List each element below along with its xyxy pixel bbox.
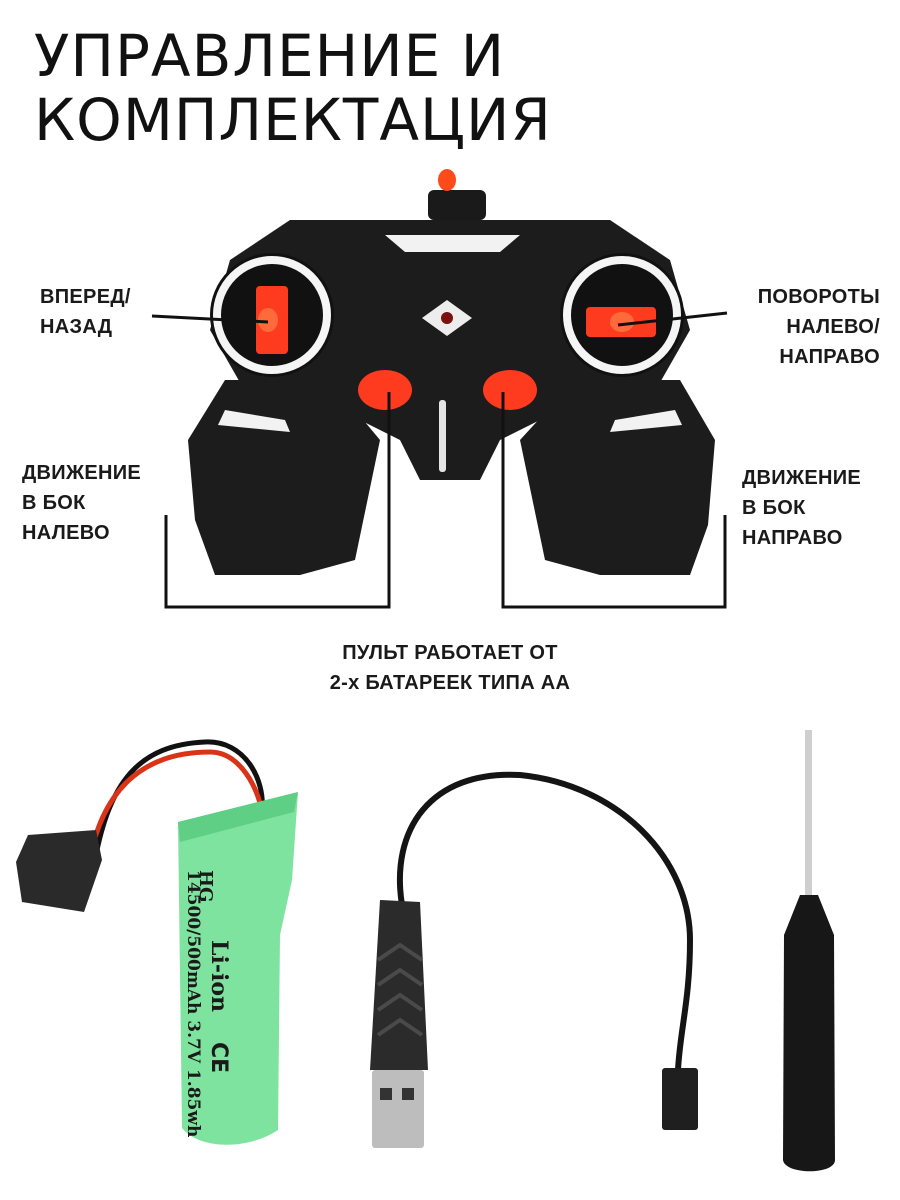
usb-charging-cable [370,771,698,1148]
label-side-left: ДВИЖЕНИЕ В БОК НАЛЕВО [22,458,141,548]
label-remote-power-line-1: ПУЛЬТ РАБОТАЕТ ОТ [342,642,558,664]
battery-pack: HG Li-ion 14500/500mAh 3.7V 1.85wh CE [16,739,298,1145]
page-title: УПРАВЛЕНИЕ И КОМПЛЕКТАЦИЯ [34,24,552,152]
label-side-left-line-2: В БОК [22,492,86,514]
battery-chem: Li-ion [206,940,232,1012]
screwdriver [783,730,835,1172]
remote-controller [188,169,715,575]
label-side-right: ДВИЖЕНИЕ В БОК НАПРАВО [742,463,861,553]
label-turns-line-2: НАЛЕВО/ [786,316,880,338]
label-remote-power: ПУЛЬТ РАБОТАЕТ ОТ 2-х БАТАРЕЕК ТИПА АА [250,638,650,698]
label-turns: ПОВОРОТЫ НАЛЕВО/ НАПРАВО [758,282,880,372]
label-side-left-line-3: НАЛЕВО [22,522,110,544]
side-right-button [483,370,537,410]
label-remote-power-line-2: 2-х БАТАРЕЕК ТИПА АА [329,672,571,694]
label-forward-back-line-2: НАЗАД [40,316,113,338]
label-side-right-line-1: ДВИЖЕНИЕ [742,467,862,489]
label-turns-line-3: НАПРАВО [779,346,880,368]
antenna-led [438,169,456,191]
side-left-button [358,370,412,410]
usb-a-connector [372,1070,424,1148]
title-line-2: КОМПЛЕКТАЦИЯ [34,86,552,154]
battery-brand: HG [195,870,216,902]
battery-ce-mark: CE [206,1042,231,1073]
label-forward-back: ВПЕРЕД/ НАЗАД [40,282,131,342]
label-side-right-line-3: НАПРАВО [742,527,843,549]
usb-cable-plug [662,1068,698,1130]
pointer-lines [151,311,728,609]
label-side-left-line-1: ДВИЖЕНИЕ [22,462,142,484]
label-forward-back-line-1: ВПЕРЕД/ [40,286,131,308]
title-line-1: УПРАВЛЕНИЕ И [34,22,506,90]
battery-spec: 14500/500mAh 3.7V 1.85wh [183,870,203,1137]
label-side-right-line-2: В БОК [742,497,806,519]
battery-connector [16,830,102,912]
label-turns-line-1: ПОВОРОТЫ [757,286,880,308]
